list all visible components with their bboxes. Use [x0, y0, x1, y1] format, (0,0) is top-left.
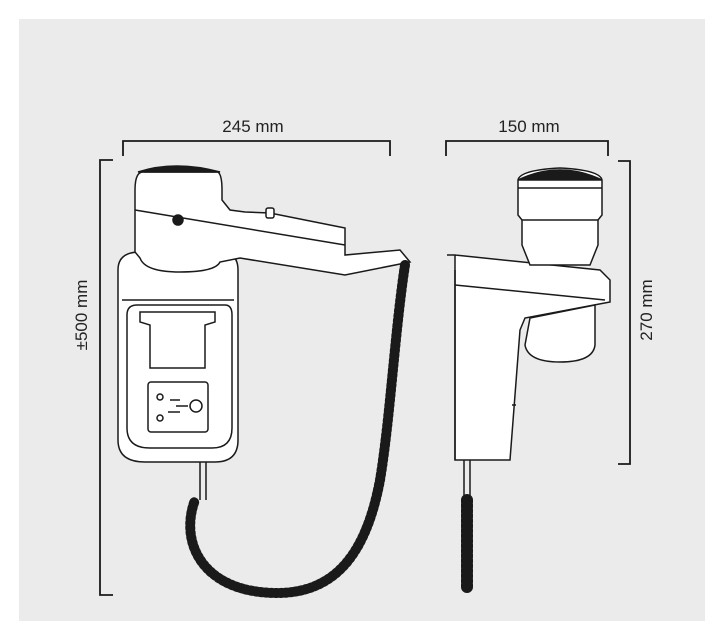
label-width-side: 150 mm [498, 117, 559, 136]
hairdryer-side-view [447, 167, 611, 596]
dimension-line-150 [445, 140, 609, 156]
dimension-line-245 [122, 140, 391, 156]
hairdryer-front-view [117, 165, 412, 598]
label-height-total: ±500 mm [72, 280, 91, 351]
dryer-button [172, 214, 184, 226]
dryer-top-cap [137, 165, 221, 173]
dryer-nozzle-side [524, 304, 596, 363]
label-width-front: 245 mm [222, 117, 283, 136]
dimension-line-500 [99, 159, 113, 596]
label-height-body: 270 mm [637, 279, 656, 340]
dryer-head-side [517, 167, 603, 266]
dimension-line-270 [618, 160, 631, 465]
coiled-cord-front [185, 260, 410, 598]
